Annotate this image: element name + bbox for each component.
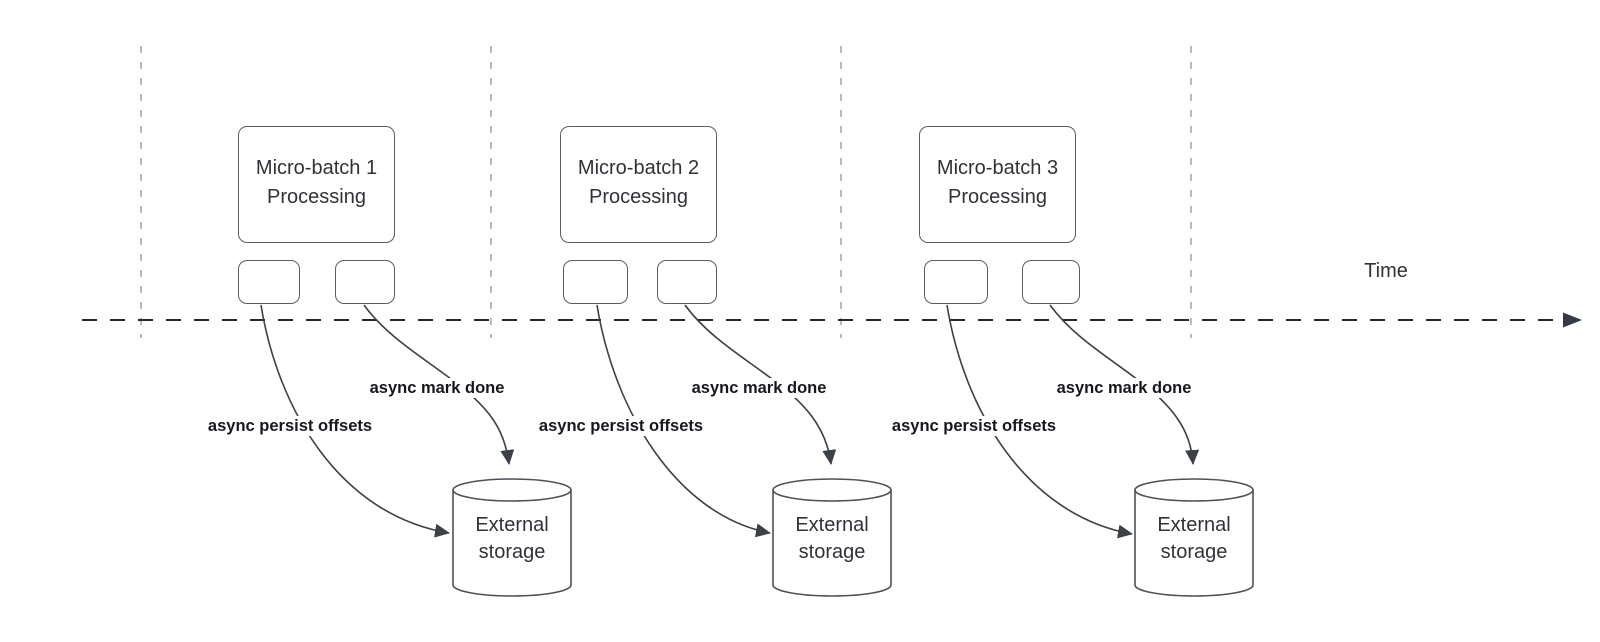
batch-title-line: Processing [589,185,688,208]
persist-offsets-label-2: async persist offsets [534,416,708,436]
time-axis [82,312,1582,328]
storage-cylinders [452,478,1254,597]
flow-arrows [260,304,1200,539]
mark-done-arrow-2 [684,304,837,465]
storage-cylinder-3 [1134,478,1254,597]
storage-label-line: External [1157,514,1231,536]
mark-done-label-2: async mark done [687,378,831,398]
mark-done-task-box-2 [657,260,717,304]
batch-title-line: Micro-batch 2 [577,156,700,179]
storage-label-line: storage [478,541,546,563]
persist-offsets-task-box-3 [924,260,988,304]
storage-cylinder-3-rim [1134,489,1254,502]
storage-label-line: storage [798,541,866,563]
storage-label-3: External storage [1129,512,1259,566]
persist-offsets-arrow-1 [260,304,450,538]
mark-done-arrow-3 [1049,304,1200,465]
storage-cylinder-1-rim [452,489,572,502]
mark-done-label-3: async mark done [1052,378,1196,398]
persist-offsets-arrow-3 [946,304,1133,539]
batch-title-line: Micro-batch 1 [255,156,378,179]
storage-cylinder-1 [452,478,572,597]
storage-label-line: External [795,514,869,536]
batch-title-line: Micro-batch 3 [936,156,1059,179]
micro-batch-3-box: Micro-batch 3 Processing [919,126,1076,243]
storage-label-line: storage [1160,541,1228,563]
mark-done-arrow-1 [363,304,515,465]
persist-offsets-label-3: async persist offsets [887,416,1061,436]
persist-offsets-task-box-2 [563,260,628,304]
storage-cylinder-2 [772,478,892,597]
persist-offsets-arrow-2 [596,304,771,538]
persist-offsets-task-box-1 [238,260,300,304]
storage-label-2: External storage [767,512,897,566]
time-axis-arrowhead-icon [1563,312,1582,328]
micro-batch-1-box: Micro-batch 1 Processing [238,126,395,243]
time-axis-label: Time [1364,260,1408,282]
persist-offsets-label-1: async persist offsets [203,416,377,436]
storage-label-1: External storage [447,512,577,566]
mark-done-task-box-1 [335,260,395,304]
storage-cylinder-2-rim [772,489,892,502]
micro-batch-2-box: Micro-batch 2 Processing [560,126,717,243]
timeline-gridlines [140,46,1192,338]
batch-title-line: Processing [948,185,1047,208]
storage-label-line: External [475,514,549,536]
batch-title-line: Processing [267,185,366,208]
mark-done-label-1: async mark done [365,378,509,398]
mark-done-task-box-3 [1022,260,1080,304]
